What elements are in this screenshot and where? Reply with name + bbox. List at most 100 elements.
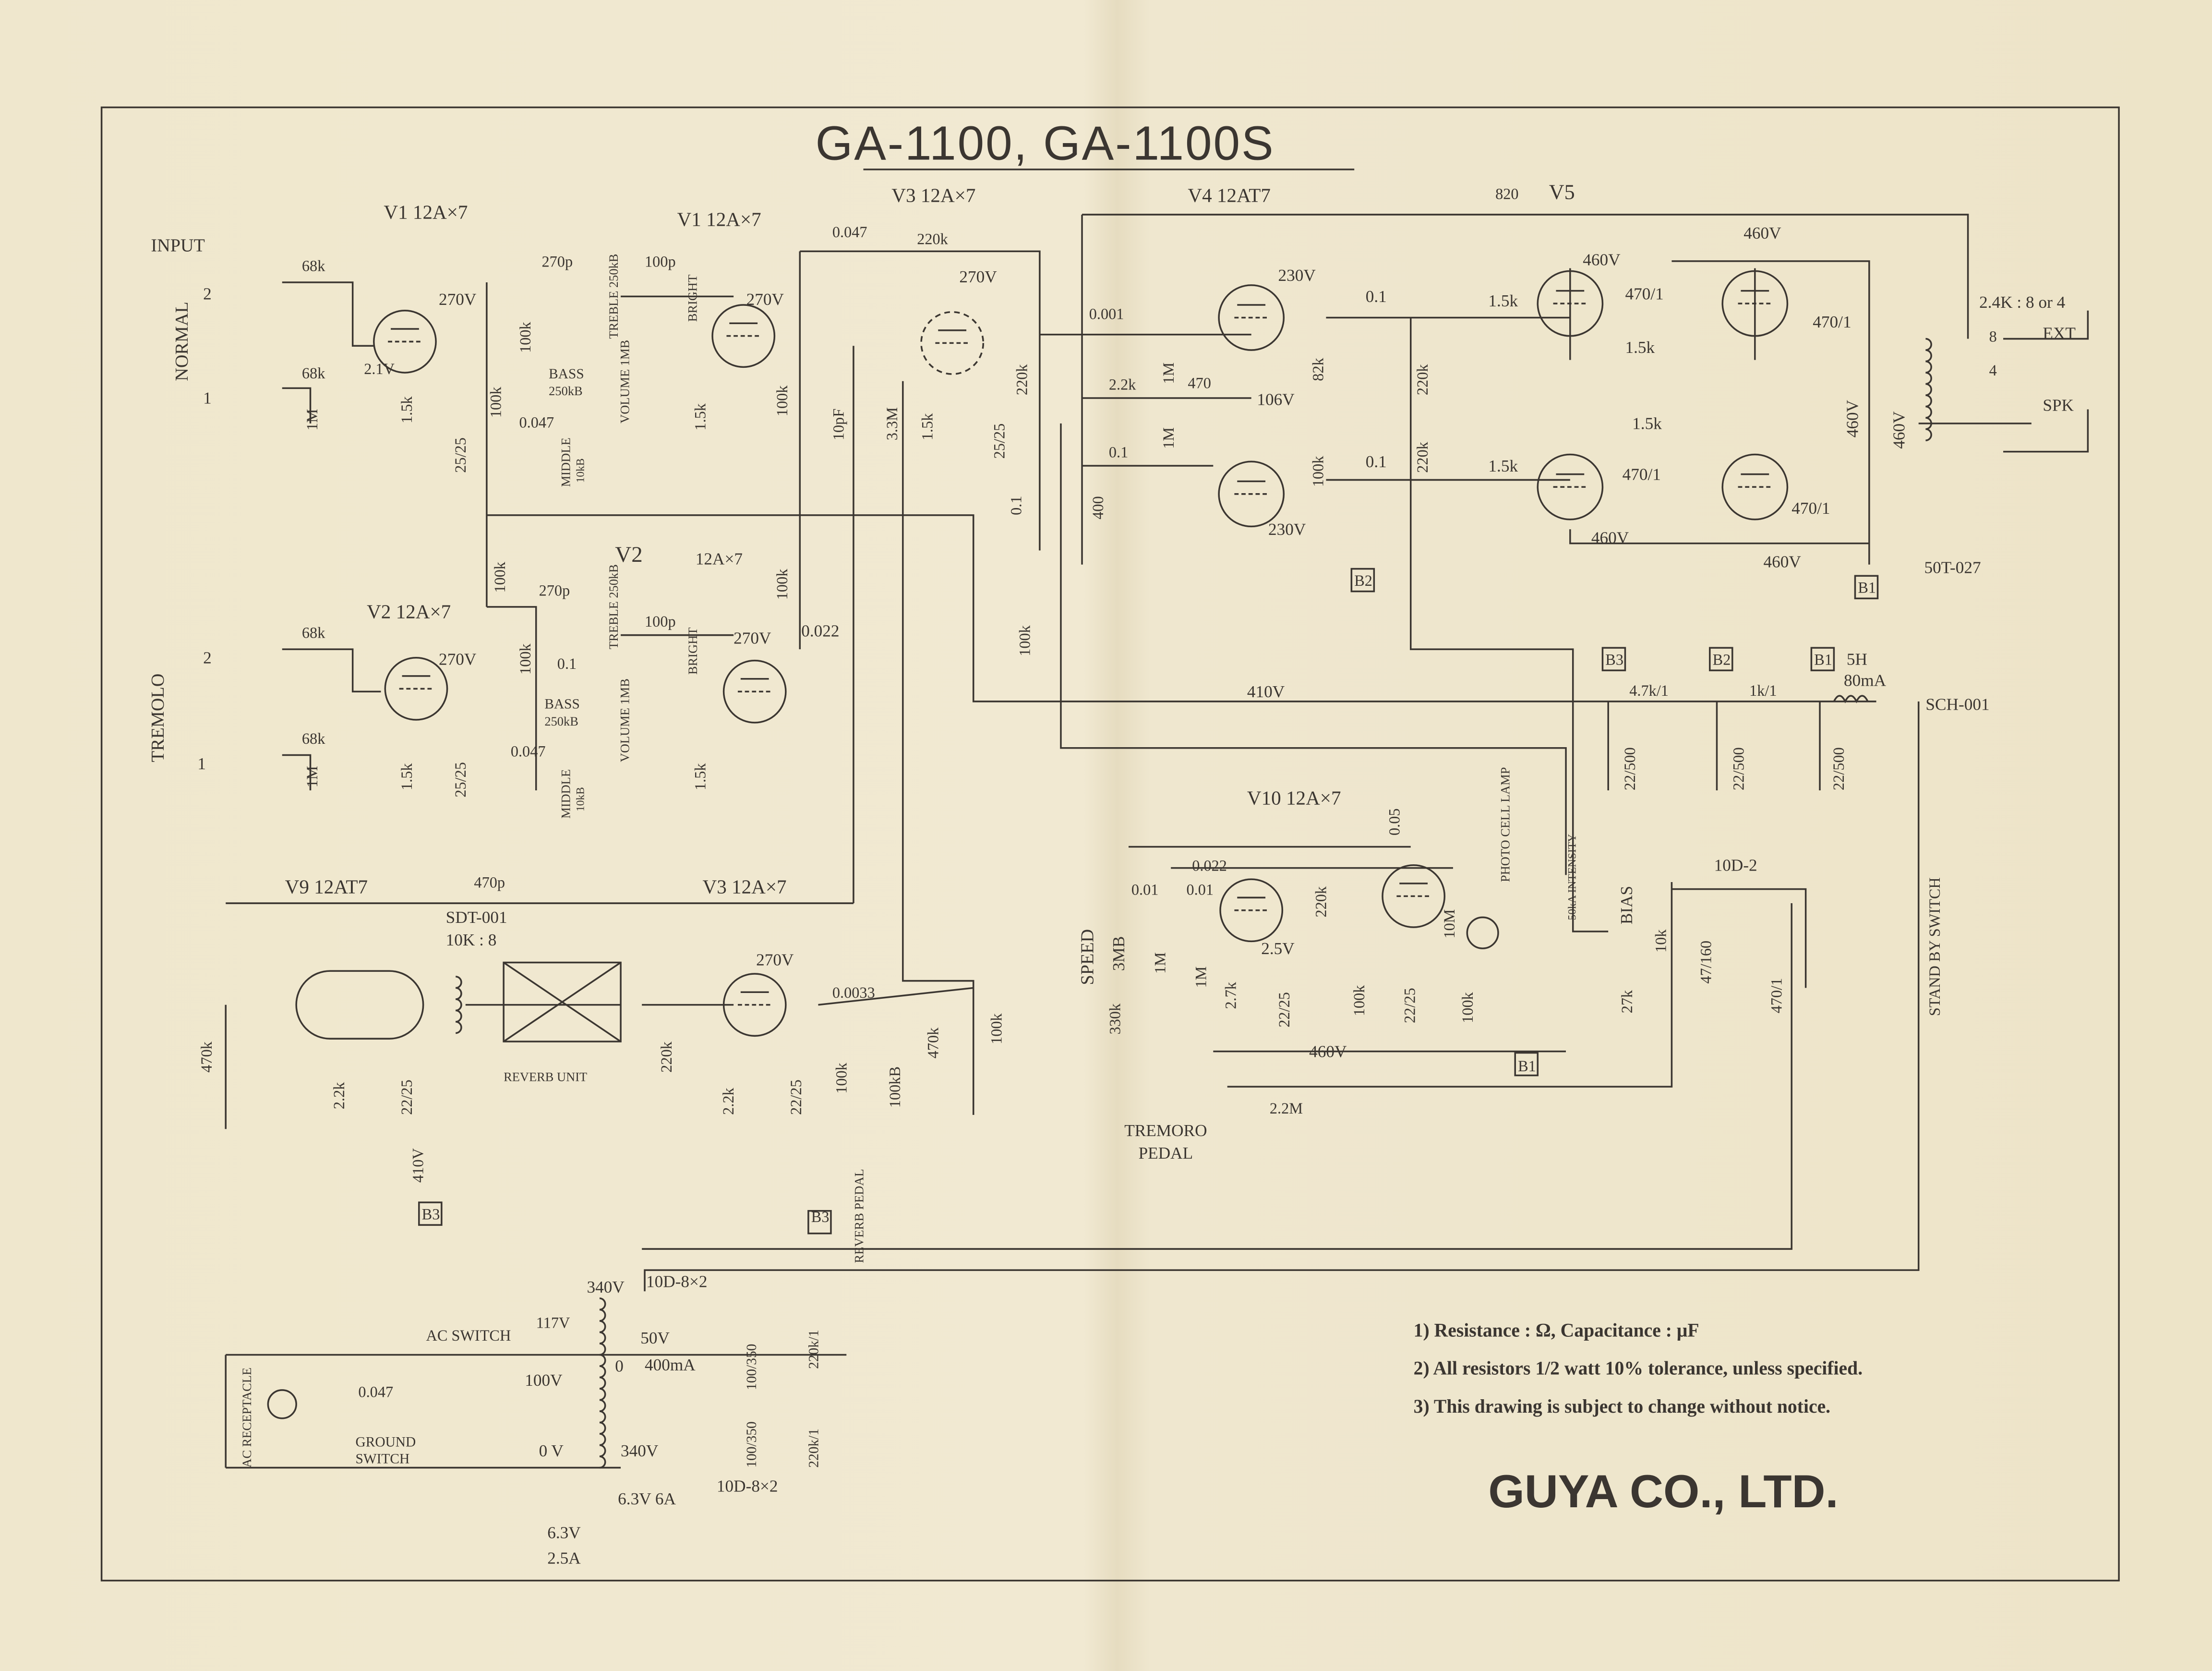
component-label: 22/25 — [398, 1079, 415, 1115]
reverb-unit-cross-icon — [503, 962, 622, 1042]
transformer-coil-icon — [599, 1444, 606, 1457]
component-label: 10D-8×2 — [646, 1272, 708, 1291]
component-label: 470/1 — [1768, 978, 1785, 1014]
component-label: 460V — [1583, 251, 1621, 269]
component-label: 25/25 — [452, 437, 469, 473]
component-label: 1.5k — [691, 763, 709, 790]
supply-node-box — [418, 1201, 443, 1226]
component-label: 2.7k — [1222, 981, 1239, 1009]
component-label: SPK — [2043, 396, 2074, 414]
component-label: TREBLE 250kB — [606, 564, 621, 649]
transformer-coil-icon — [599, 1320, 606, 1333]
component-label: 1.5k — [691, 403, 709, 430]
component-label: 2.4K : 8 or 4 — [1979, 293, 2066, 312]
dual-triode-tube-icon — [295, 970, 424, 1040]
component-label: 27k — [1618, 990, 1635, 1013]
component-label: 0.0033 — [832, 984, 875, 1001]
component-label: 100V — [525, 1371, 563, 1390]
component-label: 82k — [1310, 357, 1327, 381]
component-label: 10D-8×2 — [717, 1477, 778, 1496]
component-label: 0.047 — [358, 1383, 393, 1401]
wire — [1082, 214, 1969, 339]
component-label: 22/500 — [1621, 747, 1638, 790]
component-label: 2 — [203, 648, 212, 667]
transformer-coil-icon — [1925, 372, 1932, 385]
component-label: 1M — [1151, 952, 1168, 974]
component-label: 50kA INTENSITY — [1566, 834, 1579, 920]
component-label: 0.01 — [1131, 881, 1159, 898]
component-label: TREBLE 250kB — [606, 254, 621, 339]
transformer-coil-icon — [599, 1433, 606, 1446]
component-label: MIDDLE — [558, 437, 573, 487]
supply-node-box — [1350, 568, 1375, 593]
component-label: B2 — [1713, 651, 1731, 668]
component-label: SPEED — [1078, 929, 1098, 985]
component-label: 100k — [517, 643, 534, 675]
component-label: BASS — [544, 697, 579, 712]
transformer-coil-icon — [599, 1410, 606, 1424]
transformer-coil-icon — [599, 1297, 606, 1311]
component-label: 1M — [1160, 363, 1177, 384]
component-label: 10K : 8 — [446, 931, 497, 949]
component-label: 0.1 — [557, 655, 577, 672]
component-label: 2.5A — [547, 1549, 581, 1567]
component-label: BRIGHT — [685, 628, 700, 675]
component-label: 250kB — [544, 714, 578, 728]
component-label: V3 12A×7 — [703, 875, 787, 897]
component-label: 270V — [439, 290, 477, 309]
component-label: AC RECEPTACLE — [240, 1368, 254, 1468]
component-label: BIAS — [1617, 886, 1636, 924]
component-label: 117V — [536, 1314, 570, 1332]
component-label: TREMOLO — [148, 674, 168, 763]
vacuum-tube-icon — [1537, 270, 1604, 337]
component-label: 100k — [832, 1062, 850, 1093]
component-label: V9 12AT7 — [285, 875, 368, 897]
component-label: 6.3V 6A — [618, 1489, 676, 1508]
component-label: 410V — [409, 1148, 427, 1183]
transformer-coil-icon — [456, 1009, 462, 1023]
component-label: 1M — [303, 409, 321, 431]
vacuum-tube-icon — [1219, 878, 1284, 943]
component-label: B3 — [1605, 651, 1623, 668]
component-label: 100p — [645, 253, 676, 270]
component-label: V4 12AT7 — [1188, 184, 1271, 206]
supply-node-box — [1709, 647, 1733, 671]
component-label: 0.05 — [1385, 808, 1403, 836]
component-label: 22/500 — [1830, 747, 1847, 790]
component-label: 0.047 — [832, 223, 867, 241]
component-label: 1k/1 — [1749, 682, 1777, 699]
component-label: 0 — [615, 1357, 624, 1376]
component-label: B1 — [1858, 579, 1876, 596]
component-label: 4.7k/1 — [1629, 682, 1669, 699]
wire — [1227, 882, 1673, 1088]
component-label: 0.01 — [1187, 881, 1214, 898]
component-label: 5H — [1847, 650, 1867, 668]
component-label: V1 12A×7 — [384, 201, 468, 223]
component-label: 1M — [1192, 966, 1210, 988]
component-label: 100k — [1350, 985, 1368, 1016]
component-label: 80mA — [1844, 671, 1887, 690]
component-label: 12A×7 — [696, 550, 743, 569]
wire — [818, 987, 974, 1006]
component-label: 6.3V — [547, 1524, 581, 1542]
component-label: 2.2k — [330, 1082, 348, 1109]
component-label: 220k — [1414, 364, 1431, 395]
component-label: 47/160 — [1697, 941, 1715, 984]
component-label: 410V — [1247, 682, 1285, 701]
supply-node-box — [1854, 575, 1879, 600]
component-label: 50T-027 — [1924, 558, 1981, 577]
wire — [1671, 260, 1870, 565]
transformer-coil-icon — [1925, 394, 1932, 408]
component-label: 0.1 — [1366, 287, 1387, 306]
component-label: INPUT — [151, 235, 204, 255]
component-label: SDT-001 — [446, 908, 507, 927]
component-label: 100k — [491, 561, 508, 593]
component-label: B2 — [1354, 572, 1372, 589]
wire — [282, 387, 312, 424]
component-label: V2 — [615, 542, 642, 567]
component-label: 10k — [1652, 929, 1670, 953]
component-label: BASS — [549, 366, 584, 382]
component-label: 220k — [1312, 886, 1329, 917]
